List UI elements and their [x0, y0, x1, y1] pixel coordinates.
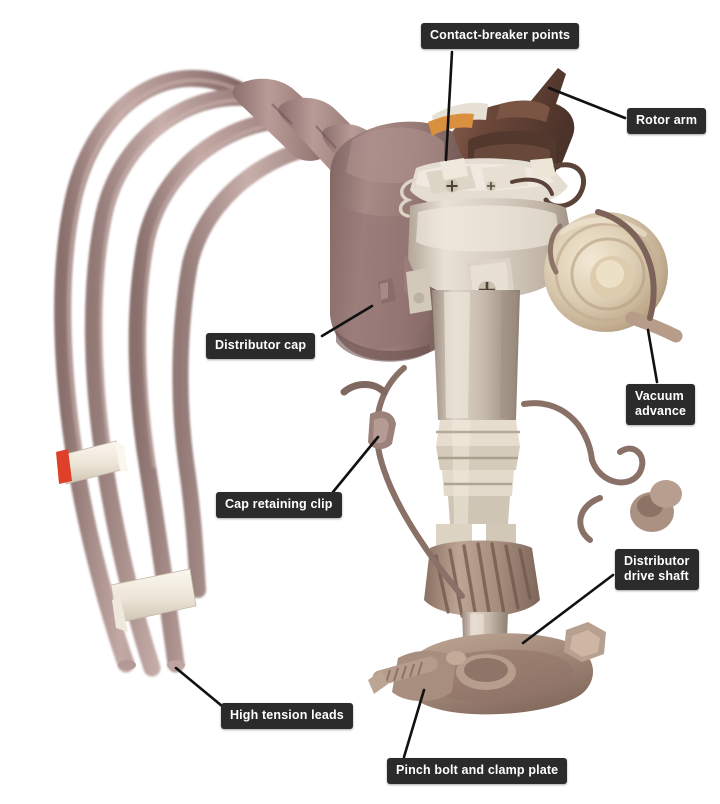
ht-lead-4: [172, 136, 380, 598]
leader-rotor-arm: [547, 86, 627, 120]
lt-connector-cap: [650, 480, 682, 508]
ht-lead-ends: [118, 660, 185, 670]
leader-pinch-bolt: [402, 688, 426, 759]
callout-high-tension-leads: High tension leads: [221, 703, 353, 729]
vacuum-mount-arm: [548, 223, 563, 275]
cable-ties: [56, 440, 197, 632]
gear-tooth-2: [448, 548, 464, 618]
thread-4: [409, 663, 415, 678]
clamp-hex-bolt-face: [570, 630, 600, 657]
lt-wire-segment: [510, 177, 554, 196]
pinch-nut: [446, 651, 466, 665]
cap-bottom-rim: [336, 330, 430, 362]
gear-teeth: [434, 542, 532, 620]
thread-2: [393, 667, 399, 682]
collar-highlight: [452, 420, 470, 524]
lt-wire-coil: [589, 445, 646, 486]
vacuum-link-arc: [595, 209, 657, 321]
vacuum-center-highlight: [596, 260, 624, 288]
cable-tie-tail-upper: [115, 442, 128, 472]
lt-wire-tail: [577, 495, 603, 543]
leader-contact-breaker: [444, 50, 454, 162]
callout-vacuum-advance: Vacuum advance: [626, 384, 696, 425]
gear-tooth-7: [518, 548, 532, 600]
contact-point-fixed: [440, 158, 468, 180]
rotor-and-breaker-group: [398, 68, 587, 223]
screw-2-cross: [487, 182, 495, 190]
callout-pinch-bolt-and-clamp-plate: Pinch bolt and clamp plate: [387, 758, 568, 784]
leader-vacuum-advance: [646, 328, 659, 384]
clamp-plate-bore-inner: [464, 658, 508, 682]
vacuum-ring-mid: [570, 237, 646, 311]
barrel-highlight: [444, 292, 470, 418]
callout-distributor-drive-shaft: Distributor drive shaft: [615, 549, 699, 590]
ht-lead-3: [128, 111, 339, 673]
gear-tooth-4: [476, 542, 492, 620]
leader-drive-shaft: [521, 573, 615, 645]
ht-lead-1: [54, 69, 252, 673]
leader-cap-retaining-clip: [331, 435, 380, 494]
ht-lead-2: [84, 88, 295, 677]
thread-5: [417, 661, 423, 676]
clamp-plate-group: [368, 622, 606, 715]
body-left-bracket: [406, 268, 432, 314]
callout-rotor-arm: Rotor arm: [627, 108, 707, 134]
gear-tooth-6: [504, 544, 520, 610]
leader-distributor-cap: [320, 304, 374, 338]
vacuum-pipe-spigot: [625, 311, 683, 343]
ht-lead-2-highlight: [98, 98, 290, 458]
lead-end-2: [167, 660, 185, 670]
leader-ht-leads: [174, 666, 224, 708]
body-left-bracket-screw: [413, 292, 425, 304]
cable-tie-tail-lower: [112, 596, 128, 632]
callout-cap-retaining-clip: Cap retaining clip: [216, 492, 342, 518]
gear-tooth-3: [462, 544, 478, 620]
gear-tooth-5: [490, 542, 506, 616]
lt-wire-left: [373, 365, 465, 599]
collar-lug-right: [486, 524, 516, 546]
clip-spring-arm: [340, 381, 388, 396]
thread-1: [385, 669, 391, 684]
pinch-bolt-threads: [385, 661, 423, 684]
lt-wire-right: [521, 400, 595, 463]
body-upper-highlight: [416, 205, 560, 252]
barrel-shade: [500, 292, 518, 418]
high-tension-leads-group: [54, 69, 380, 677]
cap-side-lug-highlight: [380, 282, 388, 300]
cap-body-shade: [332, 200, 430, 350]
lead-end-1: [118, 660, 136, 670]
rotor-heel-block-orange: [428, 113, 474, 136]
callout-distributor-cap: Distributor cap: [206, 333, 316, 359]
callout-contact-breaker-points: Contact-breaker points: [421, 23, 580, 49]
ht-lead-1-highlight: [66, 78, 245, 452]
pinch-bolt-head: [368, 670, 388, 694]
distributor-body-group: [406, 198, 574, 420]
rotor-arm-tip: [496, 100, 550, 122]
vacuum-advance-group: [544, 209, 683, 343]
screw-1-cross: [446, 180, 458, 192]
condenser-lead-coil: [398, 178, 416, 218]
leader-lines: [174, 50, 659, 759]
cable-tie-marker-red: [56, 449, 72, 484]
tower-ring-1: [271, 103, 293, 125]
thread-3: [401, 665, 407, 680]
vacuum-top-highlight: [559, 217, 647, 237]
breaker-terminal: [530, 158, 556, 178]
tower-ring-2: [315, 125, 337, 149]
